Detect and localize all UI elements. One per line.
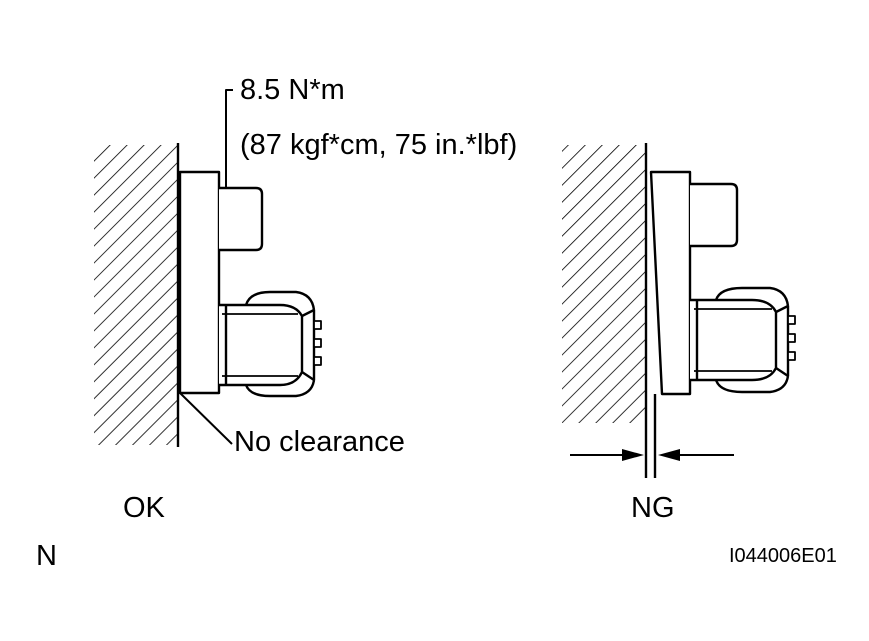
torque-leader-line [225, 89, 233, 188]
ng-assembly [562, 143, 796, 478]
torque-alt-label: (87 kgf*cm, 75 in.*lbf) [240, 129, 518, 161]
ok-connector-edge [301, 308, 315, 318]
figure-id: I044006E01 [729, 545, 837, 567]
ng-connector-cap-top [714, 286, 790, 307]
ok-flange [178, 170, 221, 395]
ok-connector-cap-bottom [244, 379, 316, 398]
ng-connector-body [690, 298, 778, 382]
ng-pin-3 [787, 351, 796, 361]
ng-connector-cap-bottom [714, 375, 790, 394]
ok-pin-2 [313, 338, 322, 348]
ok-pin-1 [313, 320, 322, 330]
ok-pin-3 [313, 356, 322, 366]
ng-upper-boss [690, 182, 739, 248]
ng-gap-arrow-left-head [622, 449, 644, 461]
torque-label: 8.5 N*m [240, 74, 345, 106]
no-clearance-label: No clearance [234, 426, 405, 458]
ng-label: NG [631, 492, 675, 524]
ok-upper-boss [219, 186, 264, 252]
ok-assembly [94, 89, 322, 447]
ng-gap-arrow-right-head [658, 449, 680, 461]
ok-wall-hatch [94, 145, 178, 445]
ng-wall-hatch [562, 145, 646, 423]
ng-connector-edge [775, 304, 789, 314]
ng-tilted-flange [649, 170, 692, 396]
ok-label: OK [123, 492, 165, 524]
ok-connector-edge2 [301, 371, 315, 381]
ng-connector-edge2 [775, 367, 789, 377]
ok-connector-cap-top [244, 290, 316, 311]
ok-connector-body [219, 303, 304, 387]
no-clearance-leader [179, 392, 233, 445]
corner-mark: N [36, 540, 57, 572]
ng-pin-2 [787, 333, 796, 343]
ng-pin-1 [787, 315, 796, 325]
